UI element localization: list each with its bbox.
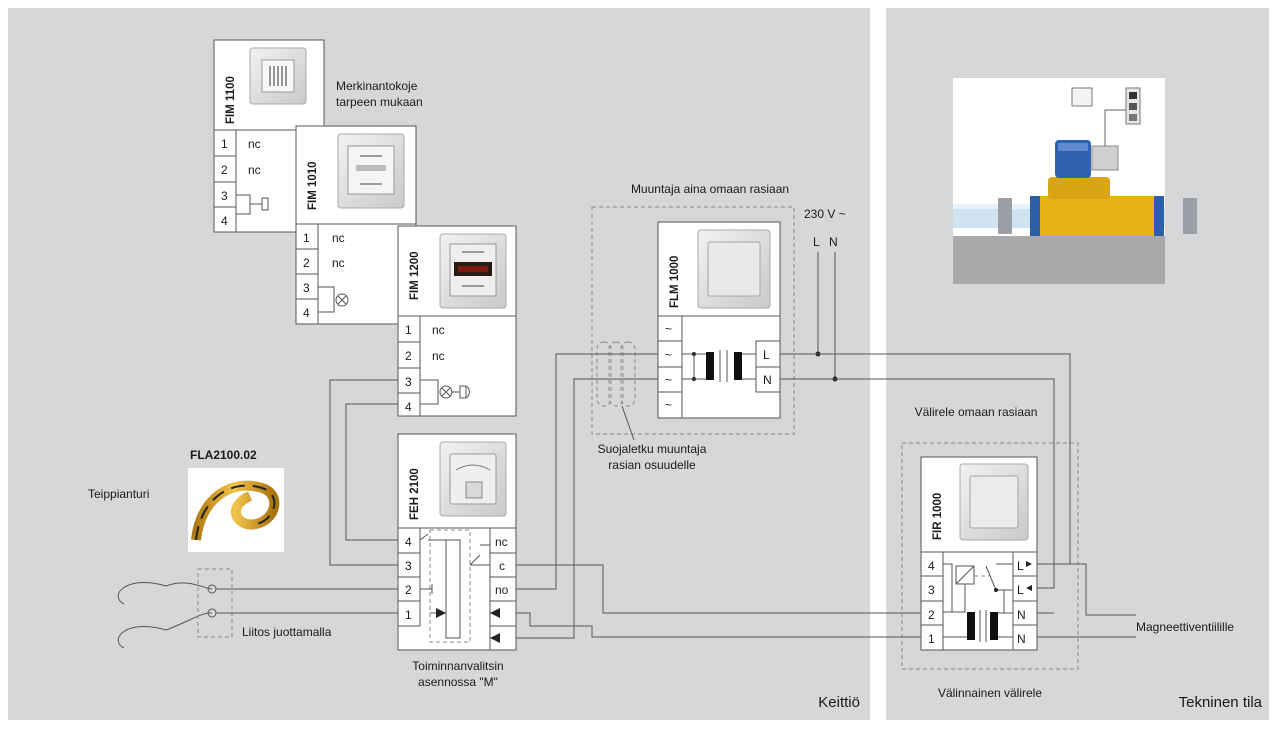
fim1200-nc-2: nc <box>432 349 445 363</box>
wiring <box>216 353 1136 639</box>
relay-box-outline <box>901 442 1079 670</box>
voltage-L-label: L <box>813 235 820 249</box>
fim1010-nc-1: nc <box>332 231 345 245</box>
fim1100-pin-3: 3 <box>221 189 228 203</box>
lamp-icon <box>335 293 349 307</box>
mode-selector-label-2: asennossa "M" <box>418 675 498 689</box>
fir1000-pin-3: 3 <box>928 583 935 597</box>
buzzer-icon <box>452 385 470 399</box>
fim1200-title: FIM 1200 <box>409 251 421 300</box>
optional-relay-label: Välinnainen välirele <box>938 686 1042 700</box>
fir1000-module: FIR 1000 4 3 2 1 L L N N <box>920 456 1038 651</box>
feh2100-pin-c: c <box>499 559 505 573</box>
signal-device-label-1: Merkinantokoje <box>336 79 418 93</box>
sensor-leads <box>117 581 167 649</box>
feh2100-pin-4: 4 <box>405 535 412 549</box>
fim1200-pin-2: 2 <box>405 349 412 363</box>
fim1010-title: FIM 1010 <box>307 161 319 210</box>
feh2100-pin-3: 3 <box>405 559 412 573</box>
fim1010-nc-2: nc <box>332 256 345 270</box>
fir1000-pin-4: 4 <box>928 559 935 573</box>
feh2100-pin-no: no <box>495 583 509 597</box>
transformer-box-label: Muuntaja aina omaan rasiaan <box>631 182 789 196</box>
fim1200-module: FIM 1200 1 2 3 4 nc nc <box>397 225 517 417</box>
fim1010-module: FIM 1010 1 2 3 4 nc nc <box>295 125 417 325</box>
solenoid-valves-label: Magneettiventiilille <box>1136 620 1234 634</box>
solder-joint-label: Liitos juottamalla <box>242 625 332 639</box>
transformer-box-outline <box>591 206 795 435</box>
signal-device-label-2: tarpeen mukaan <box>336 95 423 109</box>
fir1000-pin-N-1: N <box>1017 608 1026 622</box>
transformer-core-left <box>706 352 714 380</box>
fim1100-nc-1: nc <box>248 137 261 151</box>
feh2100-pin-nc: nc <box>495 535 508 549</box>
fim1100-nc-2: nc <box>248 163 261 177</box>
solder-joint-box <box>197 568 233 638</box>
fim1200-pin-1: 1 <box>405 323 412 337</box>
hose-label-1: Suojaletku muuntaja <box>598 442 707 456</box>
fir1000-pin-N-2: N <box>1017 632 1026 646</box>
fim1100-pin-1: 1 <box>221 137 228 151</box>
solenoid-valve-image <box>953 78 1197 284</box>
voltage-N-label: N <box>829 235 838 249</box>
relay-box-label: Välirele omaan rasiaan <box>915 405 1038 419</box>
fim1010-pin-4: 4 <box>303 306 310 320</box>
mode-selector-label-1: Toiminnanvalitsin <box>412 659 503 673</box>
fim1200-nc-1: nc <box>432 323 445 337</box>
flm1000-pin-L: L <box>763 348 770 362</box>
feh2100-title: FEH 2100 <box>409 468 421 520</box>
flm1000-ac-3: ~ <box>665 373 672 387</box>
fim1010-pin-1: 1 <box>303 231 310 245</box>
fim1100-pin-2: 2 <box>221 163 228 177</box>
technical-room-label: Tekninen tila <box>1179 694 1263 711</box>
fir1000-pin-L-out: L <box>1017 559 1024 573</box>
fim1100-title: FIM 1100 <box>225 76 237 124</box>
flm1000-ac-1: ~ <box>665 322 672 336</box>
flm1000-pin-N: N <box>763 373 772 387</box>
fim1100-pin-4: 4 <box>221 214 228 228</box>
transformer-core-right <box>734 352 742 380</box>
fim1010-pin-3: 3 <box>303 281 310 295</box>
tape-sensor-image <box>188 468 284 552</box>
sensor-code-label: FLA2100.02 <box>190 448 257 462</box>
voltage-label: 230 V ~ <box>804 207 846 221</box>
flm1000-ac-4: ~ <box>665 398 672 412</box>
protective-hose <box>596 341 636 441</box>
flm1000-ac-2: ~ <box>665 348 672 362</box>
tape-sensor-label: Teippianturi <box>88 487 149 501</box>
feh2100-pin-2: 2 <box>405 583 412 597</box>
buzzer-icon <box>250 197 269 211</box>
fim1200-pin-4: 4 <box>405 400 412 414</box>
flm1000-title: FLM 1000 <box>669 256 681 308</box>
kitchen-label: Keittiö <box>818 694 860 711</box>
flm1000-module: FLM 1000 ~ ~ ~ ~ L N <box>657 221 781 419</box>
fir1000-pin-1: 1 <box>928 632 935 646</box>
fir1000-pin-L-in: L <box>1017 583 1024 597</box>
fim1010-pin-2: 2 <box>303 256 310 270</box>
feh2100-pin-1: 1 <box>405 608 412 622</box>
hose-label-2: rasian osuudelle <box>608 458 696 472</box>
fir1000-pin-2: 2 <box>928 608 935 622</box>
fir1000-title: FIR 1000 <box>932 493 944 540</box>
fim1200-pin-3: 3 <box>405 375 412 389</box>
feh2100-module: FEH 2100 4 3 2 1 nc c no <box>397 433 517 651</box>
